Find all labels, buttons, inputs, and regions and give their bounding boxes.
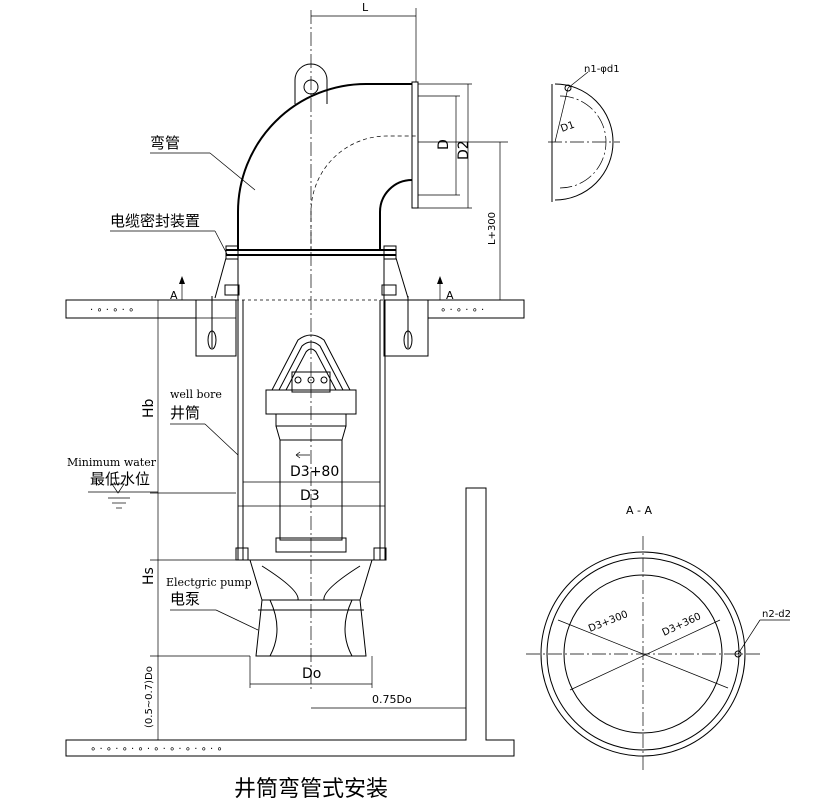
- svg-text:Do: Do: [302, 666, 321, 682]
- svg-text:D3+300: D3+300: [587, 609, 630, 635]
- svg-text:Minimum water: Minimum water: [67, 456, 157, 469]
- svg-text:D1: D1: [559, 120, 576, 135]
- dimension-l-300: L+300: [418, 141, 508, 300]
- label-minimum-water: Minimum water 最低水位: [67, 456, 158, 509]
- section-mark-a-right: A: [437, 276, 454, 302]
- sump-concrete: ∘ · ∘ · ∘ · ∘ · ∘ · ∘ · ∘ · ∘ · ∘: [65, 487, 515, 757]
- dimension-l: L: [311, 1, 417, 82]
- lifting-eye: [294, 63, 328, 104]
- dimension-hb-hs: Hb Hs (0.5~0.7)Do: [141, 300, 250, 740]
- flange-detail: n1-φd1 D1: [548, 64, 620, 202]
- dimension-d3-80: D3+80: [243, 464, 380, 483]
- dimension-d-d2: D D2: [418, 83, 472, 209]
- label-pump: Electgric pump 电泵: [166, 576, 259, 631]
- svg-text:电泵: 电泵: [170, 590, 200, 608]
- svg-text:D3: D3: [300, 488, 320, 504]
- svg-text:A: A: [446, 289, 454, 302]
- drawing-title: 井筒弯管式安装: [234, 777, 388, 802]
- svg-text:L+300: L+300: [487, 212, 498, 245]
- dimension-d3: D3: [238, 488, 385, 507]
- section-a-a: A - A n2-d2 D3+300 D3+360: [526, 504, 791, 772]
- svg-text:L: L: [362, 1, 369, 14]
- elbow-pipe: [237, 81, 419, 250]
- svg-text:弯管: 弯管: [150, 134, 180, 152]
- svg-text:∘ · ∘ · ∘ · ∘ · ∘ · ∘ · ∘: ∘ · ∘ · ∘ · ∘ · ∘ · ∘ · ∘ · ∘ · ∘: [90, 744, 223, 755]
- svg-text:D3+360: D3+360: [661, 611, 703, 639]
- svg-text:D2: D2: [456, 140, 472, 160]
- svg-text:(0.5~0.7)Do: (0.5~0.7)Do: [144, 666, 155, 728]
- label-well-bore: well bore 井筒: [170, 388, 239, 456]
- svg-text:A: A: [170, 289, 178, 302]
- dimension-do: Do: [249, 656, 373, 688]
- svg-text:∘ · ∘ · ∘ ·: ∘ · ∘ · ∘ ·: [440, 305, 484, 316]
- svg-text:D3+80: D3+80: [290, 464, 339, 480]
- svg-text:A - A: A - A: [626, 504, 652, 517]
- svg-text:D: D: [436, 139, 452, 150]
- ground-slab: · ∘ · ∘ · ∘ ∘ · ∘ · ∘ ·: [65, 296, 525, 357]
- motor: [265, 334, 357, 553]
- svg-text:最低水位: 最低水位: [90, 470, 150, 488]
- section-mark-a-left: A: [170, 276, 185, 302]
- label-elbow: 弯管: [150, 134, 256, 191]
- cover-flange: [214, 245, 409, 300]
- svg-text:0.75Do: 0.75Do: [372, 693, 412, 706]
- svg-text:· ∘ · ∘ · ∘: · ∘ · ∘ · ∘: [90, 305, 134, 316]
- pump: [249, 559, 373, 657]
- svg-text:well bore: well bore: [170, 388, 222, 401]
- svg-text:Electgric pump: Electgric pump: [166, 576, 252, 589]
- svg-text:n2-d2: n2-d2: [762, 609, 791, 620]
- svg-text:Hb: Hb: [141, 398, 157, 418]
- svg-text:井筒: 井筒: [170, 404, 200, 422]
- svg-text:n1-φd1: n1-φd1: [584, 64, 620, 75]
- dimension-clearance: 0.75Do: [311, 693, 466, 709]
- label-cable-seal: 电缆密封装置: [110, 212, 229, 257]
- svg-text:电缆密封装置: 电缆密封装置: [110, 212, 200, 230]
- svg-text:Hs: Hs: [141, 567, 157, 585]
